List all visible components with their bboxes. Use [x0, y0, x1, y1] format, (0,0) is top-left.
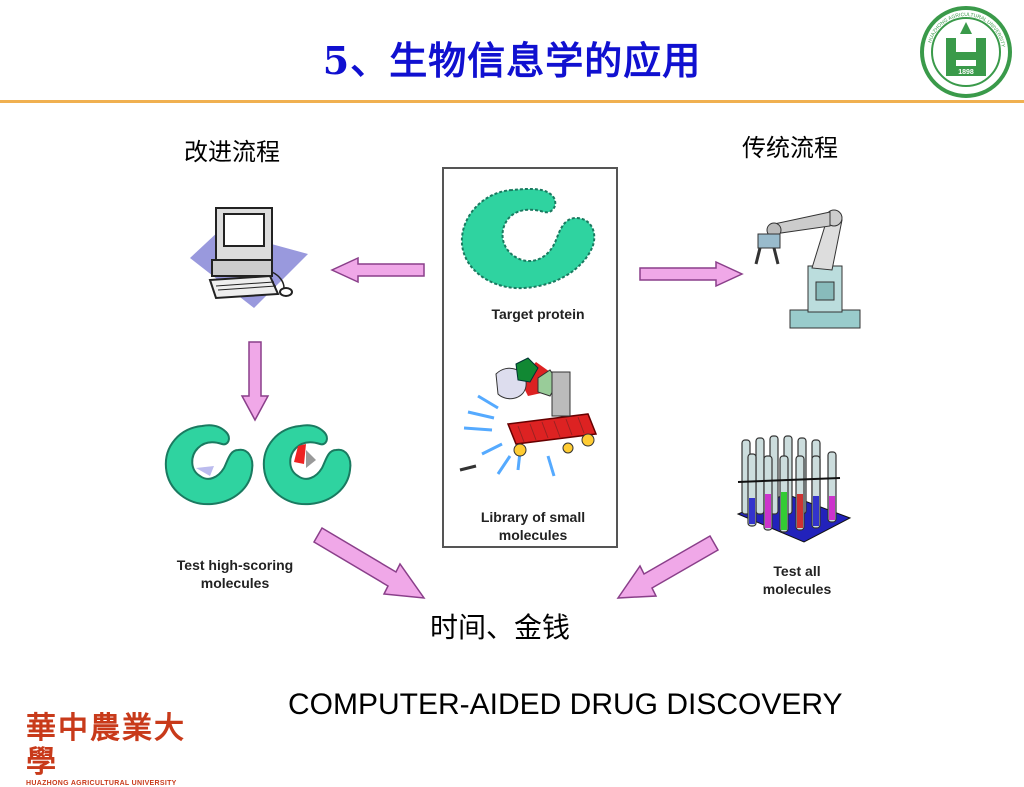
title-divider: [0, 100, 1024, 103]
traditional-process-label: 传统流程: [742, 134, 838, 162]
test-high-scoring-caption: Test high-scoring molecules: [150, 556, 320, 592]
arrow-down-to-docking: [240, 341, 270, 422]
test-all-caption-line1: Test all: [773, 563, 821, 579]
test-high-caption-line1: Test high-scoring: [176, 557, 294, 573]
library-caption-line1: Library of small: [480, 509, 586, 525]
target-protein-illustration: [452, 178, 604, 296]
library-caption: Library of small molecules: [448, 508, 618, 544]
test-high-caption-line2: molecules: [200, 575, 270, 591]
university-logo: 1898 HUAZHONG AGRICULTURAL UNIVERSITY: [916, 0, 1024, 100]
university-name-cn: 華中農業大學: [26, 711, 186, 780]
test-all-caption: Test all molecules: [732, 562, 862, 598]
improved-process-label: 改进流程: [184, 138, 280, 166]
test-tube-rack-illustration: [734, 434, 852, 546]
university-wordmark: 華中農業大學 HUAZHONG AGRICULTURAL UNIVERSITY: [26, 712, 216, 787]
computer-illustration: [190, 200, 310, 312]
university-name-en: HUAZHONG AGRICULTURAL UNIVERSITY: [26, 780, 177, 787]
docked-proteins-illustration: [160, 420, 360, 510]
target-protein-caption: Target protein: [491, 306, 585, 322]
logo-year: 1898: [958, 69, 974, 76]
test-all-caption-line2: molecules: [762, 581, 832, 597]
time-money-label: 时间、金钱: [430, 611, 571, 644]
arrow-to-time-money-right: [616, 534, 720, 599]
robot-arm-illustration: [748, 200, 864, 334]
arrow-to-robot: [639, 260, 744, 288]
page-title: 5、生物信息学的应用: [322, 38, 702, 83]
arrow-to-time-money-left: [312, 526, 426, 599]
arrow-to-computer: [330, 256, 425, 284]
small-molecule-library-illustration: [458, 352, 608, 482]
footer-title: COMPUTER-AIDED DRUG DISCOVERY: [288, 688, 843, 721]
library-caption-line2: molecules: [498, 527, 568, 543]
